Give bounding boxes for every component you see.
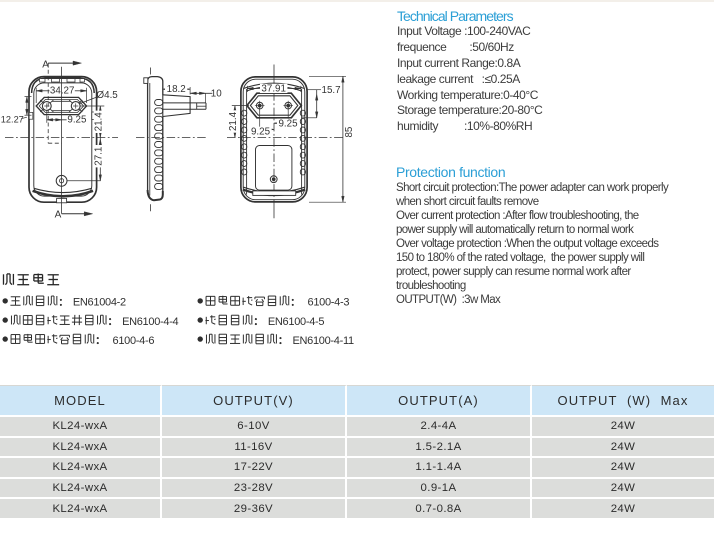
svg-text:37.91: 37.91 bbox=[261, 83, 286, 94]
svg-text:EN6100-4-11: EN6100-4-11 bbox=[292, 335, 353, 347]
svg-text:Ø4.5: Ø4.5 bbox=[97, 90, 119, 101]
svg-text:12.27: 12.27 bbox=[1, 114, 24, 124]
svg-text:27.1: 27.1 bbox=[93, 147, 104, 166]
svg-text:10: 10 bbox=[211, 88, 222, 99]
svg-text:9.25: 9.25 bbox=[251, 126, 271, 137]
svg-text:A: A bbox=[55, 210, 62, 221]
svg-text:85: 85 bbox=[344, 126, 355, 137]
svg-text:EN6100-4-5: EN6100-4-5 bbox=[268, 316, 324, 328]
svg-text:EN61004-2: EN61004-2 bbox=[73, 297, 126, 309]
svg-text:6100-4-6: 6100-4-6 bbox=[110, 335, 155, 347]
svg-text:A: A bbox=[42, 59, 49, 70]
svg-text:15.7: 15.7 bbox=[322, 85, 341, 96]
svg-text:6100-4-3: 6100-4-3 bbox=[305, 297, 350, 309]
svg-text:EN6100-4-4: EN6100-4-4 bbox=[122, 316, 178, 328]
svg-text:21.4: 21.4 bbox=[228, 111, 239, 131]
svg-text:18.2: 18.2 bbox=[167, 84, 186, 95]
svg-text:9.25: 9.25 bbox=[278, 118, 298, 129]
svg-text:21.4: 21.4 bbox=[93, 112, 104, 132]
svg-text:9.25: 9.25 bbox=[67, 115, 87, 126]
svg-text:34.27: 34.27 bbox=[50, 86, 75, 97]
